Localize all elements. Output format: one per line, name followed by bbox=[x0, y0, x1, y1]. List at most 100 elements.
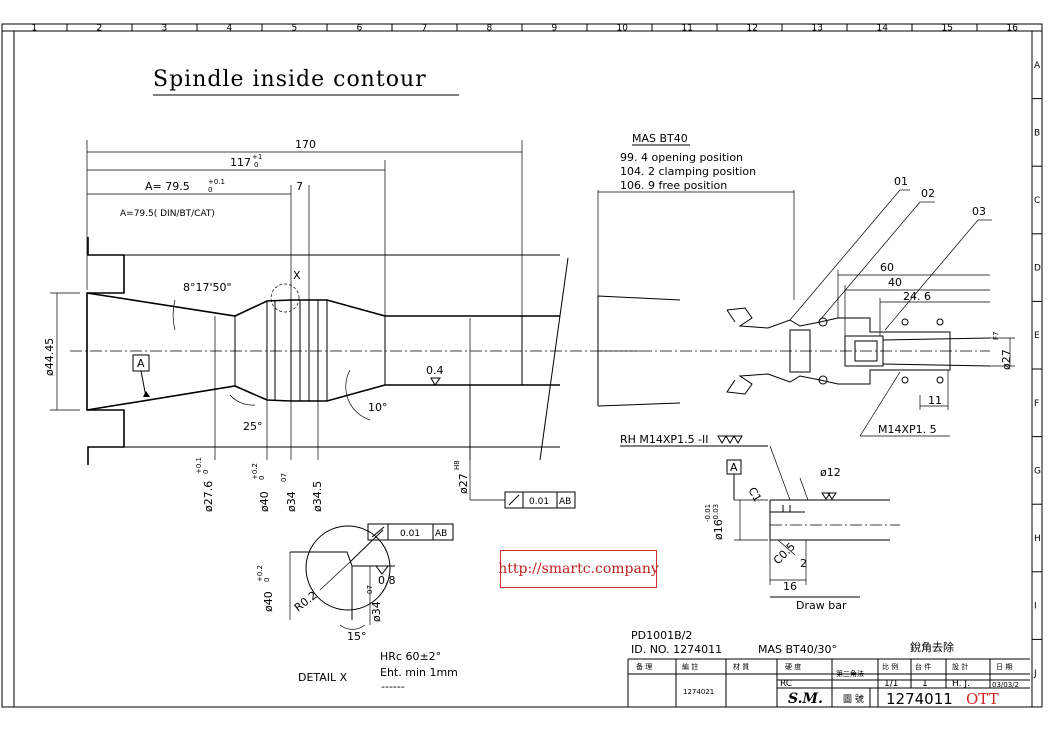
dimension-lines bbox=[50, 140, 523, 501]
dia-34-tol: 07 bbox=[280, 473, 288, 482]
detail-r02: R0.2 bbox=[292, 589, 320, 615]
detail-gtol-ref: AB bbox=[435, 529, 447, 539]
header-remark: 备 理 bbox=[636, 662, 652, 671]
column-number: 11 bbox=[682, 24, 693, 34]
value-designer: H. J. bbox=[952, 679, 970, 689]
row-letter: D bbox=[1034, 264, 1041, 274]
dim-27-tol: F7 bbox=[992, 332, 1000, 340]
dim-11: 11 bbox=[928, 394, 942, 407]
row-letter: G bbox=[1034, 466, 1041, 476]
drawbar-label: Draw bar bbox=[796, 599, 847, 612]
column-number: 16 bbox=[1007, 24, 1019, 34]
header-hardness: 硬 度 bbox=[785, 662, 801, 671]
drawbar-sixteen: 16 bbox=[783, 580, 797, 593]
column-number: 5 bbox=[292, 24, 298, 34]
value-scale: 1/1 bbox=[884, 679, 898, 689]
drawing-no-label: 圖 號 bbox=[843, 693, 864, 705]
gtol-value: 0.01 bbox=[529, 497, 549, 507]
dim-117-tol: +1 bbox=[252, 153, 262, 161]
dim-a-tol: +0.1 bbox=[208, 178, 225, 186]
row-letter: A bbox=[1034, 61, 1041, 71]
detail-x-view: 0.01 AB bbox=[289, 523, 454, 630]
spindle-section bbox=[70, 237, 681, 465]
column-number: 3 bbox=[162, 24, 168, 34]
roughness-04: 0.4 bbox=[426, 364, 444, 377]
drawbar-two: 2 bbox=[800, 557, 807, 570]
dia-276-tol2: 0 bbox=[202, 470, 210, 474]
detail-label: DETAIL X bbox=[298, 671, 348, 684]
value-hardness: RC bbox=[780, 679, 792, 689]
drawbar-d16: ø16 bbox=[712, 519, 725, 540]
dia-276: ø27.6 bbox=[202, 481, 215, 512]
column-number: 13 bbox=[812, 24, 823, 34]
thread-m14: M14XP1. 5 bbox=[878, 423, 937, 436]
clamping-position: 104. 2 clamping position bbox=[620, 165, 756, 178]
mas-bt40-30: MAS BT40/30° bbox=[758, 643, 837, 656]
sm-logo-text: S.M. bbox=[788, 691, 823, 707]
dim-seven: 7 bbox=[296, 180, 303, 193]
page-title: Spindle inside contour bbox=[153, 67, 427, 92]
callout-01: 01 bbox=[894, 175, 908, 188]
column-number: 9 bbox=[552, 24, 558, 34]
dim-a: A= 79.5 bbox=[145, 180, 190, 193]
column-number: 8 bbox=[487, 24, 493, 34]
dim-246: 24. 6 bbox=[903, 290, 931, 303]
drawbar-datum: A bbox=[730, 461, 738, 474]
row-letter: B bbox=[1034, 128, 1040, 138]
spindle-bore-upper bbox=[86, 292, 560, 317]
row-letter: I bbox=[1034, 602, 1037, 612]
column-number: 7 bbox=[422, 24, 428, 34]
drawbar-d16-tol2: -0.03 bbox=[712, 504, 720, 522]
detail-roughness-symbol bbox=[375, 565, 389, 575]
thread-roughness-symbol bbox=[717, 435, 743, 445]
header-number: 編 註 bbox=[682, 662, 698, 671]
dim-27: ø27 bbox=[1000, 349, 1013, 370]
geometric-tolerance-frame: 0.01 AB bbox=[504, 491, 576, 509]
title-block bbox=[627, 658, 1030, 707]
dim-a-note: A=79.5( DIN/BT/CAT) bbox=[120, 209, 215, 219]
value-reference: 1274021 bbox=[683, 688, 714, 696]
spindle-bore-lower bbox=[86, 384, 560, 411]
dia-27-tol: H8 bbox=[453, 460, 461, 470]
drawing-number-suffix: OTT bbox=[966, 690, 999, 708]
value-date: 03/03/2 bbox=[992, 681, 1019, 689]
id-number: ID. NO. 1274011 bbox=[631, 643, 722, 656]
column-number: 15 bbox=[942, 24, 953, 34]
detail-dia-40-tol: +0.2 bbox=[256, 565, 264, 582]
callout-03: 03 bbox=[972, 205, 986, 218]
value-quantity: 1 bbox=[922, 679, 928, 689]
hardness-dash-line: ------ bbox=[381, 680, 405, 693]
row-letter: J bbox=[1033, 669, 1037, 679]
dia-40-tol: +0.2 bbox=[251, 463, 259, 480]
angle-25: 25° bbox=[243, 420, 263, 433]
column-number: 14 bbox=[877, 24, 889, 34]
dia-34: ø34 bbox=[285, 491, 298, 512]
hardening-depth-note: Eht. min 1mm bbox=[380, 666, 458, 679]
column-number: 1 bbox=[32, 24, 38, 34]
detail-x-marker: X bbox=[293, 269, 301, 282]
header-date: 日 期 bbox=[996, 663, 1012, 671]
angle-10: 10° bbox=[368, 401, 388, 414]
header-designer: 設 計 bbox=[952, 662, 968, 671]
datum-a-label: A bbox=[137, 357, 145, 370]
dim-a-tol2: 0 bbox=[208, 186, 212, 194]
watermark-link[interactable]: http://smartc.company bbox=[498, 550, 659, 588]
free-position: 106. 9 free position bbox=[620, 179, 727, 192]
detail-dia-34: ø34 bbox=[370, 601, 383, 622]
callout-02: 02 bbox=[921, 187, 935, 200]
header-projection: 第三角法 bbox=[836, 669, 864, 678]
part-number: PD1001B/2 bbox=[631, 629, 692, 642]
datum-a-marker: A bbox=[132, 354, 150, 398]
dia-276-tol: +0.1 bbox=[195, 457, 203, 474]
drawing-number: 1274011 bbox=[886, 690, 953, 708]
opening-position: 99. 4 opening position bbox=[620, 151, 743, 164]
header-material: 材 質 bbox=[733, 662, 749, 671]
column-number: 4 bbox=[227, 24, 233, 34]
break-line bbox=[539, 257, 569, 461]
draw-bar-view: A bbox=[620, 435, 900, 598]
row-letter: F bbox=[1034, 399, 1039, 409]
header-scale: 比 例 bbox=[882, 662, 898, 671]
angle-taper: 8°17'50" bbox=[183, 281, 232, 294]
